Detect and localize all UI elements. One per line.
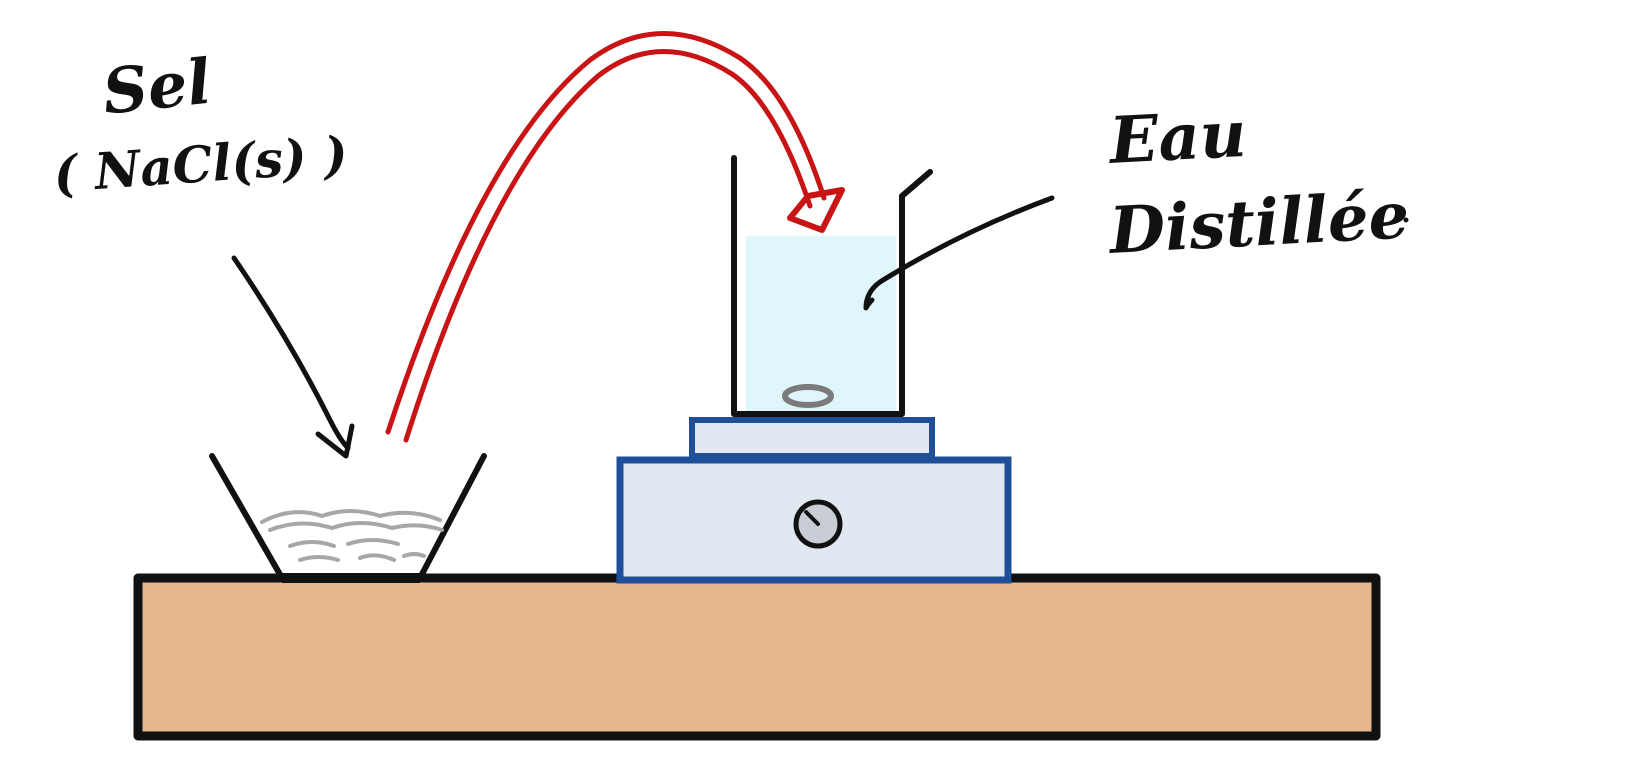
transfer-arrowhead [787,187,845,233]
trailing-dot [1403,217,1409,223]
water-label-line2: Distillée [1107,178,1411,269]
water-pointer [863,195,1055,311]
stir-bar [782,384,834,408]
table [133,573,1381,741]
beaker [731,155,933,417]
stirrer-knob [793,499,843,549]
salt-pointer-arrow [231,255,355,459]
water-label-line1: Eau [1107,96,1249,179]
salt-label: Sel [99,44,215,129]
salt-dish [209,453,487,581]
salt-pile [260,509,444,562]
water [746,236,896,412]
stirrer-plate [689,417,935,459]
transfer-arrow [385,31,845,443]
